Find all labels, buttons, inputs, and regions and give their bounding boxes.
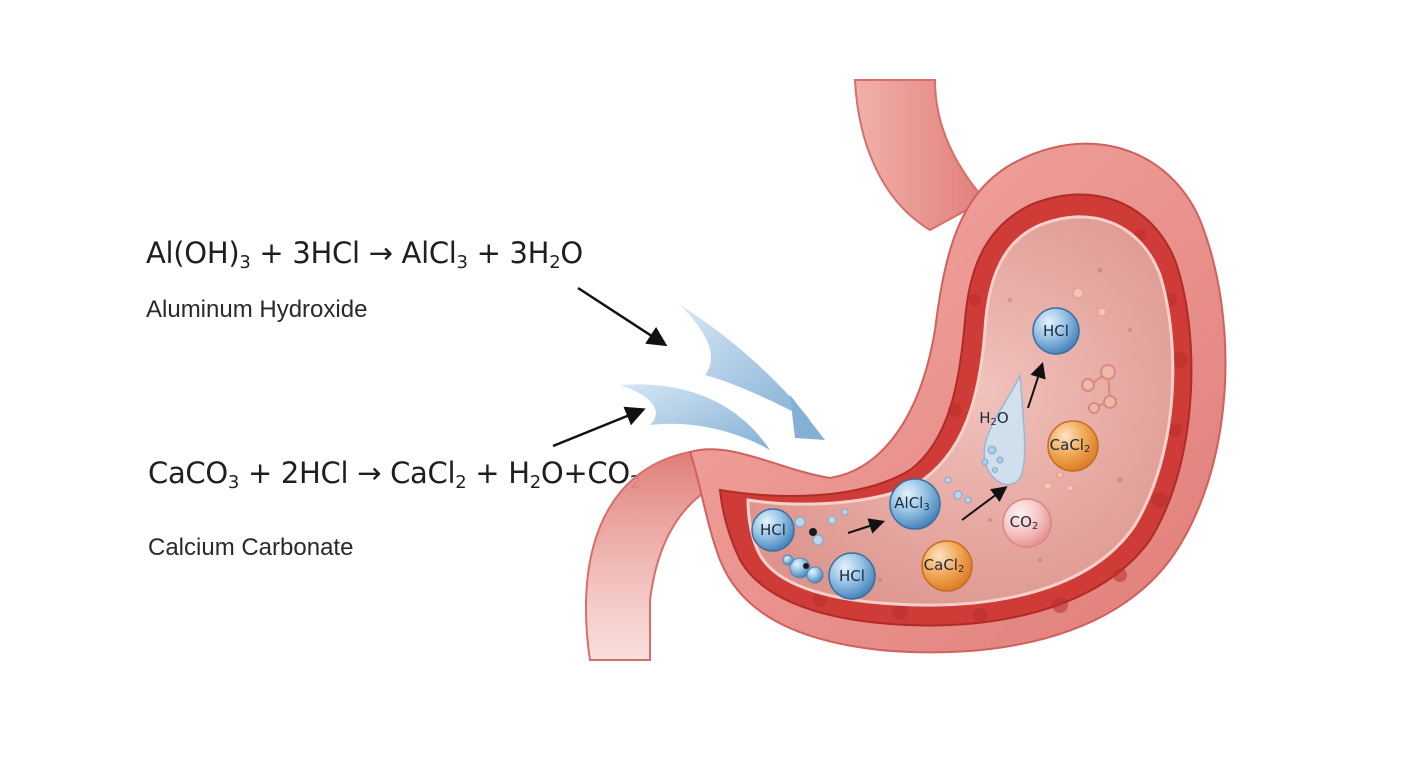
bubbles [794, 476, 972, 546]
dark-particles [803, 528, 817, 569]
antacid-stream [620, 305, 825, 450]
molecule-cacl2-bottom: CaCl2 [921, 540, 973, 592]
eq2-sub: 2 [529, 472, 541, 494]
molecule-sub: 3 [923, 502, 929, 513]
eq1-part: + 3H [467, 236, 550, 270]
molecule-alcl3: AlCl3 [889, 478, 941, 530]
molecule-label: HCl [1043, 322, 1069, 340]
molecule-label: CaCl [924, 556, 958, 574]
molecule-label: HCl [760, 521, 786, 539]
molecule-label-tail: O [997, 409, 1009, 427]
arrow-hcl-to-alcl3 [847, 518, 886, 534]
arrow-eq2 [552, 406, 646, 448]
eq2-sub: 3 [227, 472, 240, 494]
eq2-part: + H [466, 456, 530, 490]
molecule-label: CO [1010, 513, 1032, 531]
molecule-sub: 2 [958, 564, 964, 575]
svg-text:CO2: CO2 [1010, 513, 1039, 532]
small-blue-cluster [782, 554, 824, 584]
molecule-hcl-left: HCl [751, 508, 795, 552]
eq2-sub: 2 [455, 472, 467, 494]
svg-text:AlCl3: AlCl3 [894, 494, 929, 513]
eq1-sub: 3 [239, 252, 251, 274]
molecule-sub: 2 [1032, 521, 1038, 532]
antacid-wedge-upper [680, 305, 810, 420]
svg-text:CaCl2: CaCl2 [1050, 436, 1091, 455]
eq1-part: + 3HCl → AlCl [250, 236, 457, 270]
droplet-bubbles [981, 445, 1004, 473]
molecule-label: H [979, 409, 990, 427]
molecule-sub: 2 [991, 417, 997, 428]
eq2-part: O+CO [540, 456, 630, 490]
eq1-part: Al(OH) [146, 236, 240, 270]
label-calcium-carbonate: Calcium Carbonate [148, 534, 354, 561]
eq1-sub: 2 [549, 252, 561, 274]
water-droplet [983, 374, 1026, 486]
molecule-cacl2-right: CaCl2 [1047, 420, 1099, 472]
antacid-wedge-tip [790, 395, 825, 440]
equation-aluminum-hydroxide: Al(OH)3 + 3HCl → AlCl3 + 3H2O [146, 236, 583, 273]
molecule-hcl-top: HCl [1032, 307, 1080, 355]
eq1-sub: 3 [456, 252, 468, 274]
molecule-label: HCl [839, 567, 865, 585]
molecule-sub: 2 [1084, 444, 1090, 455]
antacid-wedge-lower [620, 384, 770, 450]
molecule-label: CaCl [1050, 436, 1084, 454]
label-aluminum-hydroxide: Aluminum Hydroxide [146, 296, 368, 323]
eq2-part: CaCO [148, 456, 228, 490]
esophagus [853, 79, 987, 232]
molecule-co2: CO2 [1002, 498, 1052, 548]
svg-text:H2O: H2O [979, 409, 1008, 428]
equation-calcium-carbonate: CaCO3 + 2HCl → CaCl2 + H2O+CO2 [148, 456, 641, 493]
molecule-hcl-bottom: HCl [828, 552, 876, 600]
molecule-h2o: H2O [979, 409, 1008, 428]
molecule-label: AlCl [894, 494, 923, 512]
arrow-eq1 [577, 286, 668, 347]
eq2-part: + 2HCl → CaCl [239, 456, 456, 490]
molecule-cluster [1081, 364, 1117, 414]
arrow-to-co2 [961, 486, 1008, 521]
arrow-to-hcl-top [1027, 361, 1046, 409]
svg-text:CaCl2: CaCl2 [924, 556, 965, 575]
eq1-part: O [560, 236, 583, 270]
pink-bubbles [1043, 287, 1107, 492]
